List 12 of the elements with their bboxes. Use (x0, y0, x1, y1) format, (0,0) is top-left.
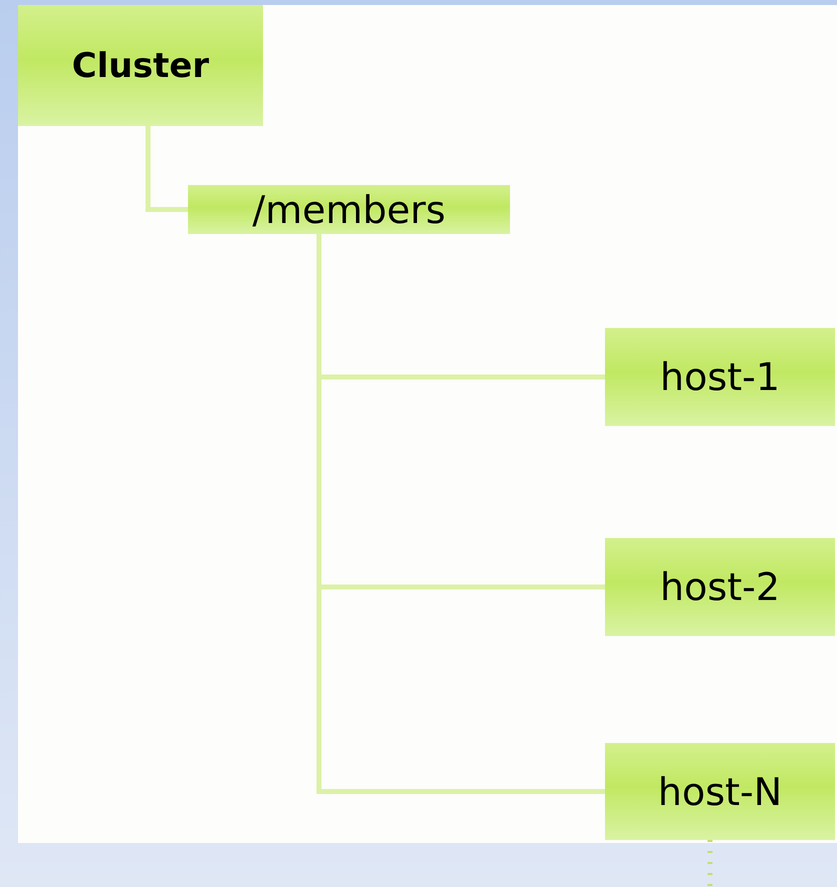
node-box (188, 185, 510, 234)
dotted-connector (708, 840, 712, 887)
node-label: /members (252, 188, 446, 232)
node-label: host-2 (660, 565, 780, 609)
node-box (18, 5, 263, 126)
node-label: Cluster (72, 46, 210, 86)
node-box (605, 538, 835, 636)
connector-line (146, 126, 188, 212)
node-label: host-1 (660, 355, 780, 399)
node-box (605, 328, 835, 426)
node-box (605, 743, 835, 840)
node-label: host-N (658, 770, 782, 814)
